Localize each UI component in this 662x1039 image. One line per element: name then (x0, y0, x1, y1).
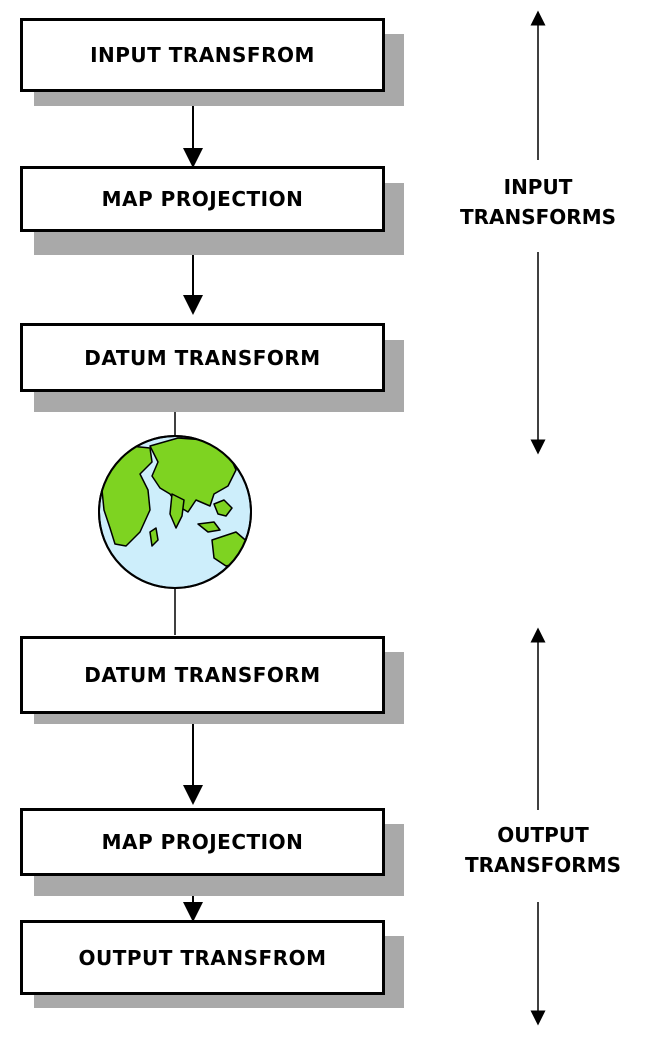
map-projection-label: MAP PROJECTION (101, 187, 304, 211)
datum-transform-label: DATUM TRANSFORM (84, 345, 321, 370)
output-transform-label: OUTPUT TRANSFROM (78, 945, 327, 970)
input-transform-label: INPUT TRANSFROM (90, 43, 315, 67)
input-transforms-label: INPUT TRANSFORMS (432, 172, 644, 232)
map-projection-label: MAP PROJECTION (101, 830, 304, 854)
output-transforms-label: OUTPUT TRANSFORMS (432, 820, 654, 880)
datum-transform-label: DATUM TRANSFORM (84, 663, 321, 687)
map-projection-box: MAP PROJECTION (20, 166, 385, 232)
output-transforms-line1: OUTPUT (497, 823, 589, 847)
input-transforms-line2: TRANSFORMS (459, 205, 617, 229)
output-transforms-line2: TRANSFORMS (464, 853, 622, 877)
output-transform-box: OUTPUT TRANSFROM (20, 920, 385, 995)
datum-transform-box: DATUM TRANSFORM (20, 636, 385, 714)
input-transforms-line1: INPUT (503, 175, 573, 199)
map-projection-box: MAP PROJECTION (20, 808, 385, 876)
datum-transform-box: DATUM TRANSFORM (20, 323, 385, 392)
input-transform-box: INPUT TRANSFROM (20, 18, 385, 92)
